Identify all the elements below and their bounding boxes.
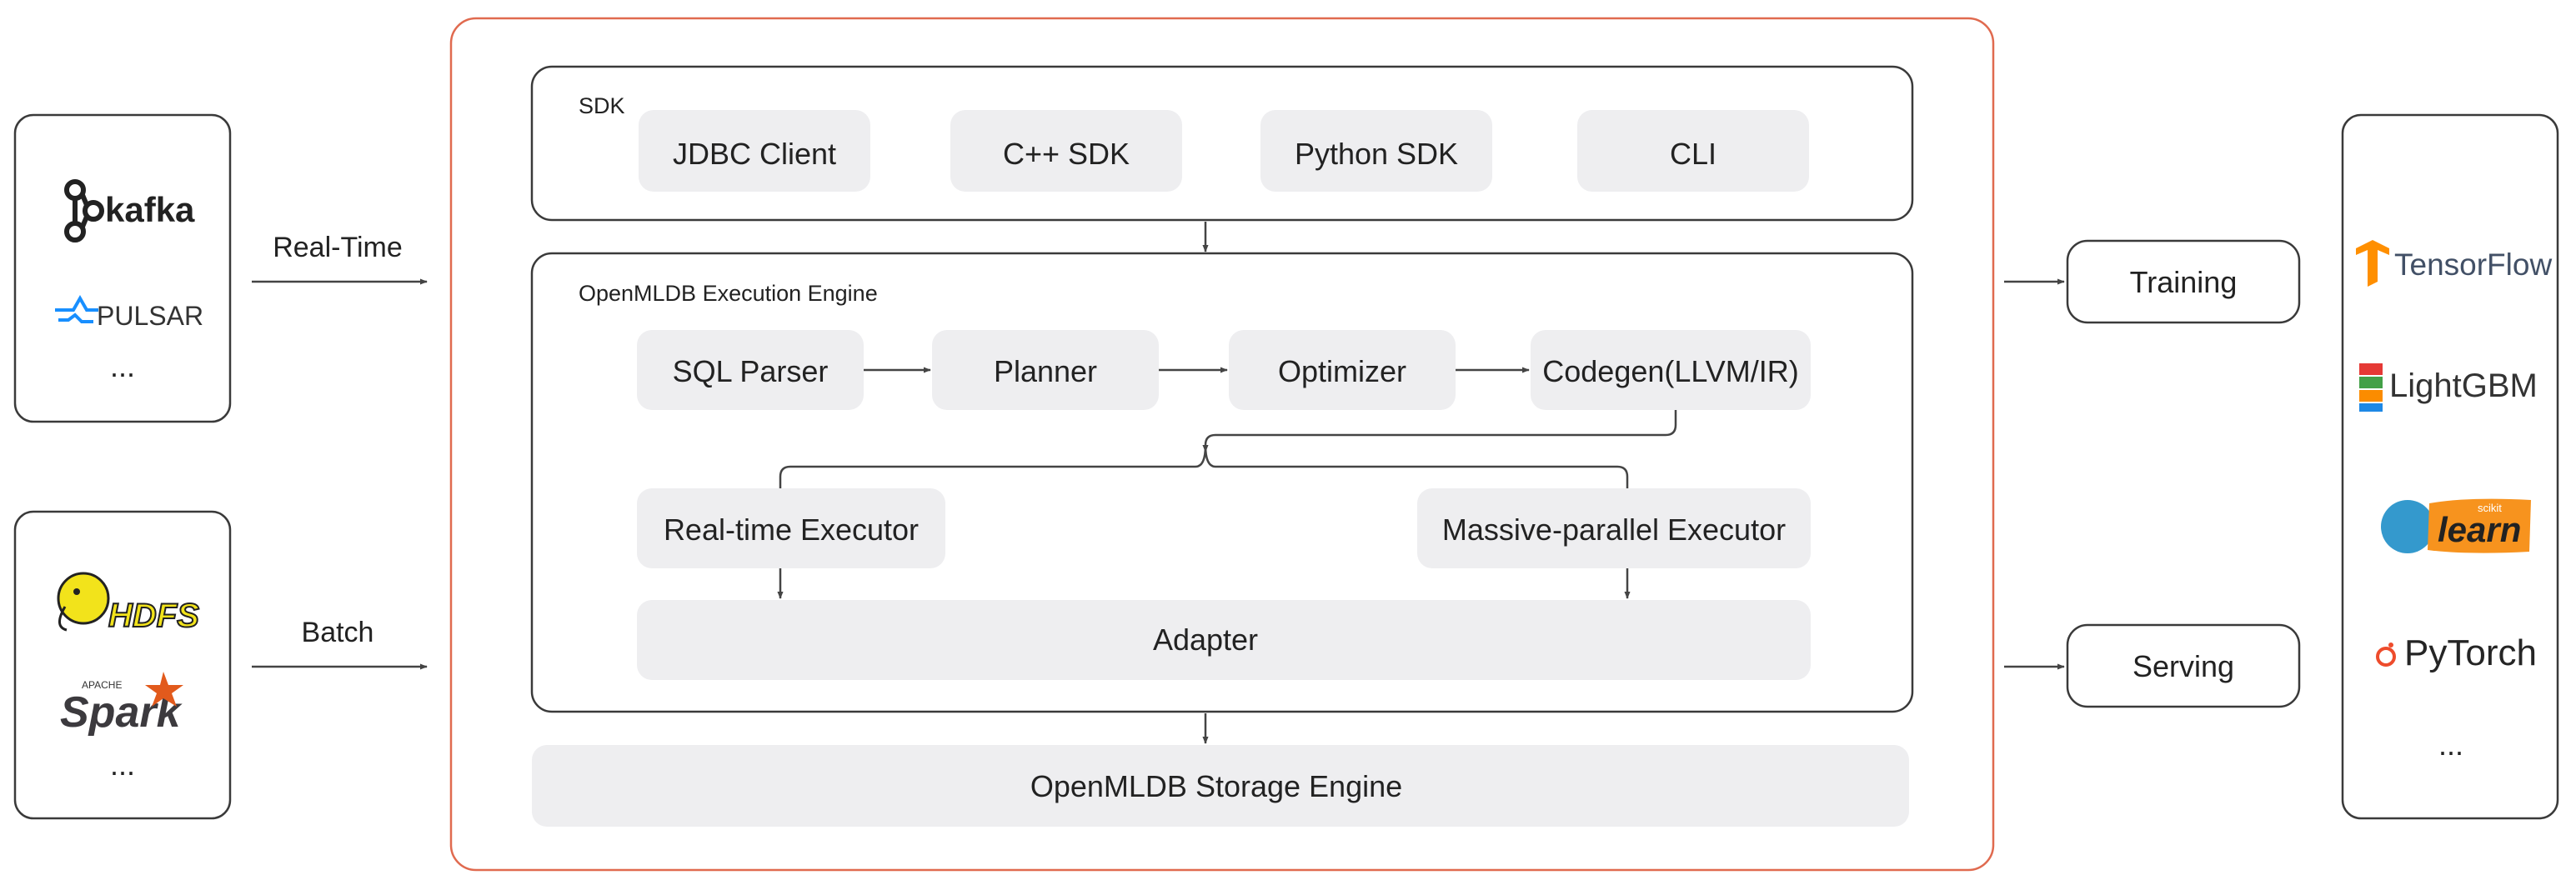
realtime-edge: Real-Time — [252, 232, 428, 285]
codegen-node: Codegen(LLVM/IR) — [1531, 330, 1811, 410]
codegen-label: Codegen(LLVM/IR) — [1542, 354, 1798, 388]
serving-label: Serving — [2132, 649, 2234, 683]
codegen-to-split-connector — [1202, 410, 1677, 452]
batch-sources-box: HDFS APACHE Spark ... — [13, 510, 232, 820]
sklearn-label: learn — [2438, 510, 2521, 549]
spark-prefix-label: APACHE — [82, 679, 122, 691]
storage-engine-label: OpenMLDB Storage Engine — [1030, 769, 1402, 803]
serving-node: Serving — [2066, 623, 2301, 708]
adapter-label: Adapter — [1153, 622, 1258, 657]
lightgbm-label: LightGBM — [2389, 368, 2538, 404]
pytorch-label: PyTorch — [2404, 632, 2537, 673]
sdk-chip-python: Python SDK — [1260, 110, 1492, 192]
pulsar-label: PULSAR — [97, 301, 203, 331]
parallel-executor-label: Massive-parallel Executor — [1442, 512, 1786, 547]
sdk-chip-cpp: C++ SDK — [950, 110, 1182, 192]
kafka-icon — [64, 179, 104, 242]
tensorflow-label: TensorFlow — [2394, 248, 2552, 282]
realtime-sources-box: kafka PULSAR ... — [13, 113, 232, 423]
tensorflow-icon — [2356, 240, 2389, 287]
frameworks-box: TensorFlow LightGBM scikit learn PyTorch… — [2341, 113, 2559, 820]
pytorch-icon — [2376, 642, 2396, 667]
batch-more-label: ... — [110, 748, 135, 782]
sdk-chip-cli: CLI — [1577, 110, 1809, 192]
sql-parser-label: SQL Parser — [673, 354, 829, 388]
sklearn-top-label: scikit — [2478, 502, 2502, 514]
realtime-edge-label: Real-Time — [273, 232, 403, 263]
realtime-more-label: ... — [110, 349, 135, 383]
kafka-label: kafka — [105, 190, 195, 229]
lightgbm-icon — [2359, 363, 2383, 412]
batch-edge: Batch — [252, 617, 428, 670]
training-label: Training — [2130, 265, 2238, 299]
sdk-chip-cli-label: CLI — [1670, 137, 1716, 171]
execution-engine-box: OpenMLDB Execution Engine SQL Parser Pla… — [530, 252, 1914, 713]
storage-engine-node: OpenMLDB Storage Engine — [532, 745, 1909, 827]
optimizer-label: Optimizer — [1278, 354, 1406, 388]
hdfs-elephant-icon — [57, 572, 110, 632]
batch-edge-label: Batch — [302, 617, 374, 648]
sdk-box: SDK JDBC Client C++ SDK Python SDK CLI — [530, 65, 1914, 222]
execution-engine-title: OpenMLDB Execution Engine — [579, 281, 878, 306]
optimizer-node: Optimizer — [1229, 330, 1456, 410]
realtime-executor-node: Real-time Executor — [637, 488, 945, 568]
sql-parser-node: SQL Parser — [637, 330, 864, 410]
split-to-parallel-executor-connector — [1204, 444, 1629, 488]
training-node: Training — [2066, 239, 2301, 324]
parallel-executor-node: Massive-parallel Executor — [1417, 488, 1811, 568]
planner-node: Planner — [932, 330, 1159, 410]
realtime-executor-label: Real-time Executor — [664, 512, 919, 547]
sdk-chip-cpp-label: C++ SDK — [1003, 137, 1130, 171]
frameworks-more-label: ... — [2438, 728, 2463, 762]
adapter-node: Adapter — [637, 600, 1811, 680]
sklearn-icon — [2381, 498, 2531, 553]
spark-star-icon — [145, 672, 183, 707]
split-to-realtime-executor-connector — [779, 444, 1207, 488]
sdk-title: SDK — [579, 93, 625, 118]
sdk-chip-jdbc: JDBC Client — [639, 110, 870, 192]
pulsar-icon — [55, 294, 98, 323]
sdk-chip-python-label: Python SDK — [1295, 137, 1458, 171]
sdk-chip-jdbc-label: JDBC Client — [673, 137, 836, 171]
planner-label: Planner — [994, 354, 1097, 388]
hdfs-label: HDFS — [108, 598, 199, 634]
